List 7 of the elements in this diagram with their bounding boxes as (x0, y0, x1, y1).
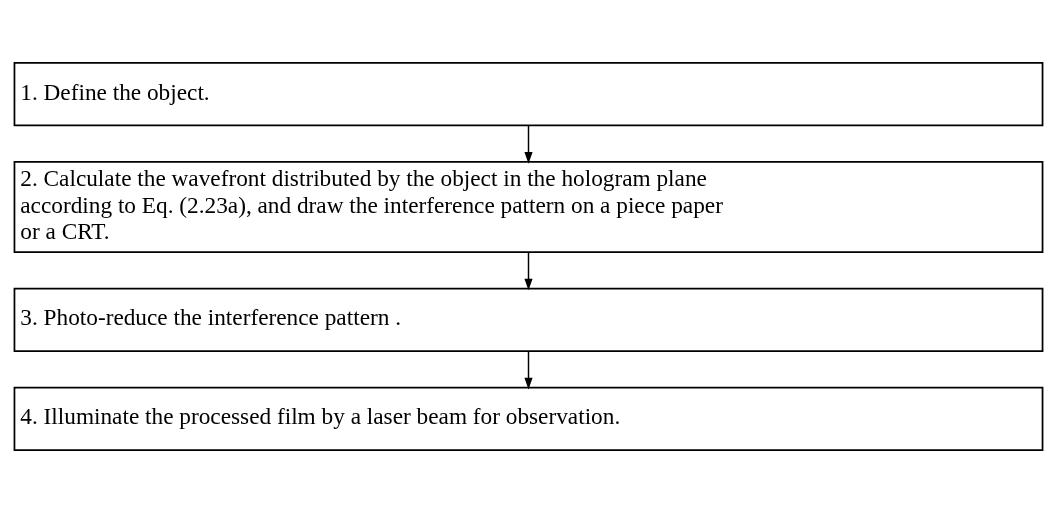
arrow (524, 350, 533, 390)
node-box: 4. Illuminate the processed film by a laser beam for observation. (13, 386, 1044, 452)
arrow (524, 251, 533, 291)
node-box: 3. Photo-reduce the interference pattern . (13, 287, 1044, 353)
node-box: 2. Calculate the wavefront distributed by the object in the hologram plane according to Eq. (2.23a), and draw the interference pattern on a piece paper or a CRT. (13, 160, 1044, 253)
node-box: 1. Define the object. (13, 61, 1044, 127)
arrow (524, 124, 533, 164)
